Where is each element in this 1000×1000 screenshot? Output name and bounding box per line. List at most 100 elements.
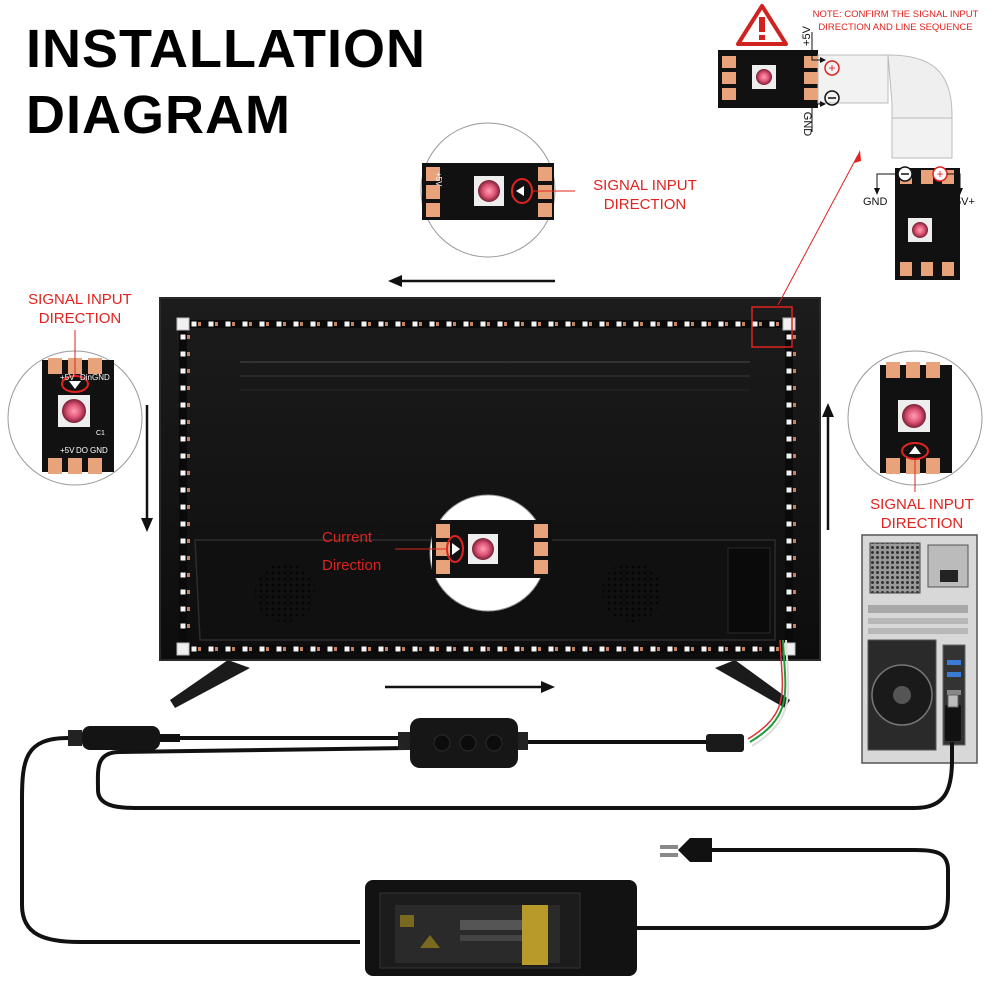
led: [310, 646, 316, 652]
led: [684, 321, 690, 327]
signal-label-left-line1: SIGNAL INPUT: [28, 291, 132, 308]
led: [463, 321, 469, 327]
led: [786, 589, 792, 595]
led: [786, 538, 792, 544]
connector-label-gnd: GND: [801, 111, 813, 137]
led: [786, 351, 792, 357]
led: [650, 321, 656, 327]
corner-connector: [176, 317, 190, 331]
led: [582, 321, 588, 327]
note-text: NOTE: CONFIRM THE SIGNAL INPUT DIRECTION…: [793, 8, 998, 34]
led: [361, 646, 367, 652]
zoom-circle-left: [7, 330, 143, 486]
power-plug: [660, 838, 712, 862]
led: [565, 321, 571, 327]
led: [735, 321, 741, 327]
connector-label-5v: +5V: [801, 26, 813, 46]
connector-detail: + +: [718, 4, 963, 280]
led: [276, 646, 282, 652]
corner-pointer: [777, 150, 861, 306]
pc-power-socket: [940, 570, 958, 582]
led: [180, 487, 186, 493]
controller-box: [398, 718, 528, 768]
svg-text:+: +: [828, 61, 835, 75]
led: [667, 646, 673, 652]
led: [531, 646, 537, 652]
led: [180, 589, 186, 595]
led: [259, 646, 265, 652]
l-connector-top: [817, 54, 889, 104]
signal-label-right: SIGNAL INPUT DIRECTION: [862, 495, 982, 533]
led: [786, 402, 792, 408]
led: [786, 385, 792, 391]
arrow-top-left: [388, 275, 555, 287]
pin-label-left-din: Din: [80, 373, 93, 382]
led: [327, 646, 333, 652]
led: [395, 646, 401, 652]
led: [429, 646, 435, 652]
led: [293, 321, 299, 327]
signal-label-top-line2: DIRECTION: [603, 196, 687, 213]
led: [786, 334, 792, 340]
title-line-1: INSTALLATION: [26, 19, 426, 79]
led: [548, 321, 554, 327]
current-direction-label: Current Direction: [322, 524, 398, 580]
led: [786, 572, 792, 578]
led: [327, 321, 333, 327]
led: [616, 646, 622, 652]
led: [293, 646, 299, 652]
led: [786, 521, 792, 527]
controller-button-2[interactable]: [459, 734, 477, 752]
led: [276, 321, 282, 327]
led: [786, 606, 792, 612]
signal-label-right-line1: SIGNAL INPUT: [870, 496, 974, 513]
zoom-circle-top: [420, 122, 575, 258]
corner-connector: [782, 642, 796, 656]
current-direction-line1: Current: [322, 529, 373, 546]
led: [786, 453, 792, 459]
led: [259, 321, 265, 327]
led: [480, 646, 486, 652]
led: [446, 646, 452, 652]
power-adapter: [365, 880, 637, 976]
led: [180, 572, 186, 578]
led: [242, 646, 248, 652]
led: [180, 351, 186, 357]
controller-button-3[interactable]: [485, 734, 503, 752]
controller-button-1[interactable]: [433, 734, 451, 752]
led: [633, 321, 639, 327]
led: [514, 321, 520, 327]
led: [497, 646, 503, 652]
led: [412, 646, 418, 652]
adapter-label-strip: [522, 905, 548, 965]
note-line-2: DIRECTION AND LINE SEQUENCE: [818, 22, 973, 33]
signal-label-top: SIGNAL INPUT DIRECTION: [585, 176, 705, 214]
led: [786, 504, 792, 510]
led: [412, 321, 418, 327]
speaker-left: [255, 562, 315, 622]
led: [718, 646, 724, 652]
zoom-circle-right: [847, 350, 983, 492]
led: [565, 646, 571, 652]
led: [208, 321, 214, 327]
led: [225, 321, 231, 327]
signal-label-right-line2: DIRECTION: [880, 515, 964, 532]
signal-label-left-line2: DIRECTION: [38, 310, 122, 327]
arrow-bottom-right: [385, 681, 555, 693]
led: [242, 321, 248, 327]
title-line-2: DIAGRAM: [26, 85, 291, 145]
led: [378, 646, 384, 652]
pin-label-left-gnd: GND: [92, 373, 110, 382]
corner-highlight: [751, 306, 793, 348]
led: [225, 646, 231, 652]
tv-port-panel: [727, 547, 771, 634]
led: [180, 402, 186, 408]
led: [180, 368, 186, 374]
arrow-right-up: [822, 403, 834, 530]
connector-label-gnd-bottom: GND: [863, 196, 888, 208]
led: [446, 321, 452, 327]
led: [752, 646, 758, 652]
led: [786, 436, 792, 442]
led: [191, 646, 197, 652]
dc-jack: [68, 726, 180, 750]
